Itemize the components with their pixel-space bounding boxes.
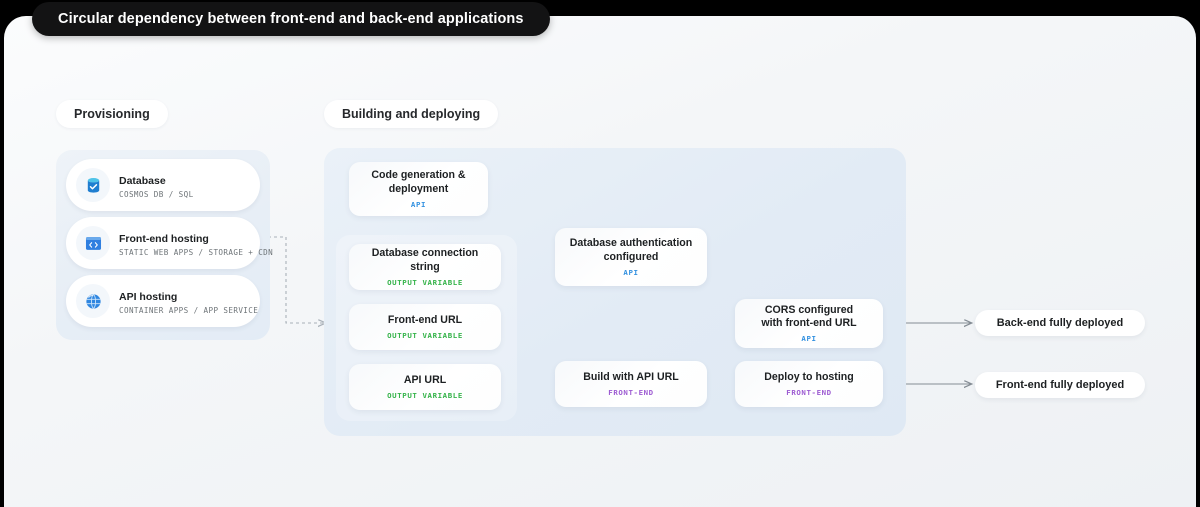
node-tag-api: API	[410, 199, 427, 209]
prov-card-subtitle: CONTAINER APPS / APP SERVICE	[119, 306, 259, 316]
node-tag-output-variable: OUTPUT VARIABLE	[387, 277, 463, 287]
node-label: Deploy to hosting	[764, 370, 854, 383]
node-api-url[interactable]: API URL OUTPUT VARIABLE	[349, 364, 501, 410]
node-tag-output-variable: OUTPUT VARIABLE	[387, 331, 463, 341]
node-label: Database connection string	[371, 247, 479, 273]
node-label: Build with API URL	[583, 370, 679, 383]
prov-card-title: API hosting	[119, 290, 178, 303]
prov-card-subtitle: STATIC WEB APPS / STORAGE + CDN	[119, 248, 274, 258]
diagram-canvas: Provisioning Building and deploying Data…	[4, 16, 1196, 507]
section-label-building-deploying: Building and deploying	[324, 100, 499, 128]
prov-card-subtitle: COSMOS DB / SQL	[119, 190, 194, 200]
node-tag-front-end: FRONT-END	[608, 388, 654, 398]
prov-card-api-hosting[interactable]: API hosting CONTAINER APPS / APP SERVICE	[66, 275, 260, 327]
node-deploy-to-hosting[interactable]: Deploy to hosting FRONT-END	[735, 361, 883, 407]
node-tag-api: API	[801, 334, 817, 344]
node-build-with-api-url[interactable]: Build with API URL FRONT-END	[555, 361, 707, 407]
prov-card-front-end-hosting[interactable]: Front-end hosting STATIC WEB APPS / STOR…	[66, 217, 273, 269]
node-label: API URL	[403, 373, 447, 386]
result-front-end-fully-deployed[interactable]: Front-end fully deployed	[975, 372, 1145, 398]
globe-icon	[76, 284, 110, 318]
database-icon	[76, 168, 110, 202]
result-back-end-fully-deployed[interactable]: Back-end fully deployed	[975, 310, 1145, 336]
prov-card-database[interactable]: Database COSMOS DB / SQL	[66, 159, 260, 211]
node-tag-output-variable: OUTPUT VARIABLE	[387, 391, 463, 401]
page-title: Circular dependency between front-end an…	[32, 2, 550, 36]
node-database-connection-string[interactable]: Database connection string OUTPUT VARIAB…	[349, 244, 501, 290]
node-front-end-url[interactable]: Front-end URL OUTPUT VARIABLE	[349, 304, 501, 350]
prov-card-title: Database	[119, 174, 166, 187]
node-code-generation-deployment[interactable]: Code generation &deployment API	[349, 162, 488, 216]
node-label: Front-end URL	[387, 313, 463, 326]
prov-card-title: Front-end hosting	[119, 232, 209, 245]
section-label-provisioning: Provisioning	[56, 100, 168, 128]
node-tag-api: API	[623, 267, 639, 277]
node-label: Code generation &deployment	[371, 169, 466, 195]
code-window-icon	[76, 226, 110, 260]
node-tag-front-end: FRONT-END	[786, 388, 832, 398]
